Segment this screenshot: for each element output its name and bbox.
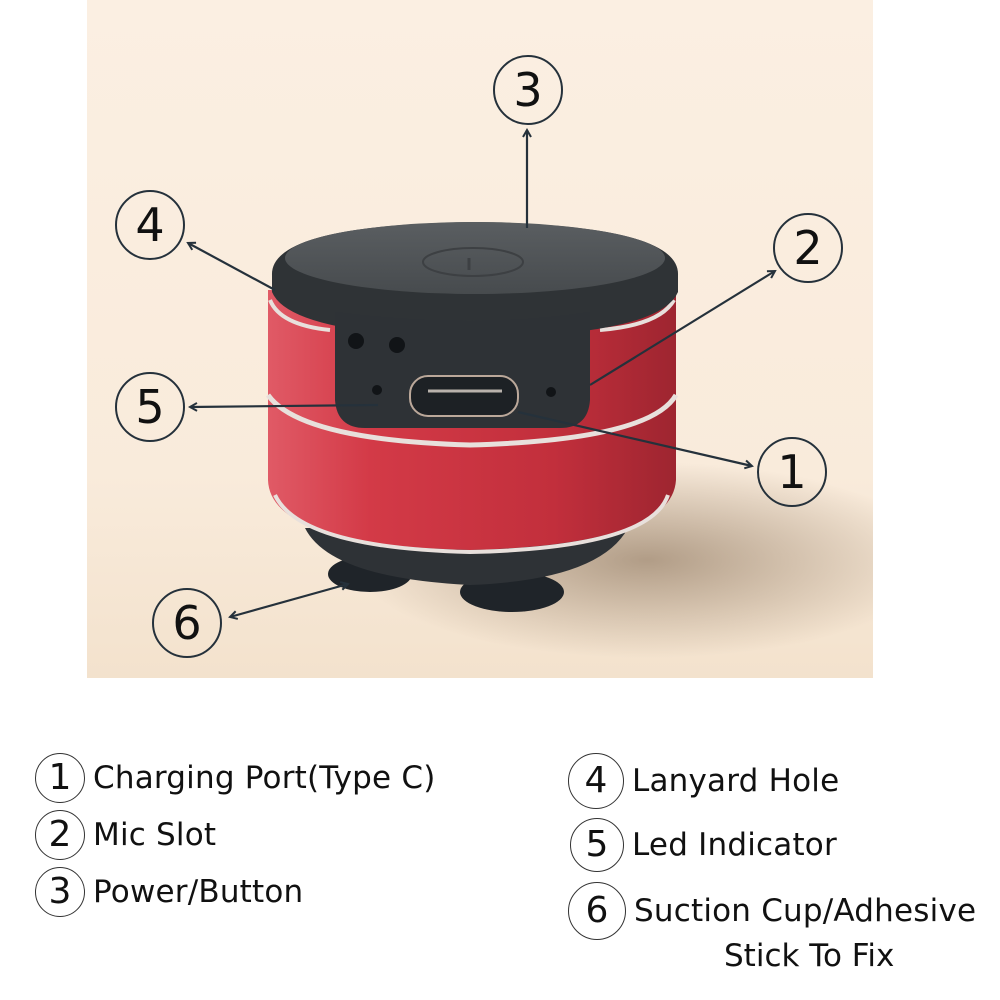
legend-label: Suction Cup/Adhesive <box>634 893 977 929</box>
legend-item-mic-slot: 2 Mic Slot <box>35 810 216 860</box>
mic-slot <box>546 387 556 397</box>
legend-number: 4 <box>568 753 624 809</box>
callout-2: 2 <box>773 213 843 283</box>
legend-label: Lanyard Hole <box>632 763 840 799</box>
speaker-illustration <box>87 0 873 678</box>
callout-3: 3 <box>493 55 563 125</box>
legend-item-power-button: 3 Power/Button <box>35 867 303 917</box>
product-photo <box>87 0 873 678</box>
legend-label-continuation: Stick To Fix <box>724 938 895 974</box>
callout-6: 6 <box>152 588 222 658</box>
legend-label: Charging Port(Type C) <box>93 760 436 796</box>
lanyard-hole <box>348 333 405 353</box>
legend-item-charging-port: 1 Charging Port(Type C) <box>35 753 436 803</box>
legend-number: 2 <box>35 810 85 860</box>
legend-number: 6 <box>568 882 626 940</box>
legend-number: 5 <box>570 818 624 872</box>
charging-port <box>409 375 519 417</box>
power-button <box>422 247 524 277</box>
legend-item-suction-cup: 6 Suction Cup/Adhesive <box>568 882 976 940</box>
legend-item-led-indicator: 5 Led Indicator <box>570 818 837 872</box>
legend-number: 3 <box>35 867 85 917</box>
callout-5: 5 <box>115 372 185 442</box>
callout-4: 4 <box>115 190 185 260</box>
legend-label: Mic Slot <box>93 817 217 853</box>
speaker-cap <box>271 222 679 428</box>
legend-item-lanyard-hole: 4 Lanyard Hole <box>568 753 839 809</box>
legend-label: Led Indicator <box>632 827 837 863</box>
legend-number: 1 <box>35 753 85 803</box>
callout-1: 1 <box>757 437 827 507</box>
legend-label: Power/Button <box>93 874 304 910</box>
led-indicator <box>372 385 382 395</box>
callout-arrows <box>188 130 775 617</box>
